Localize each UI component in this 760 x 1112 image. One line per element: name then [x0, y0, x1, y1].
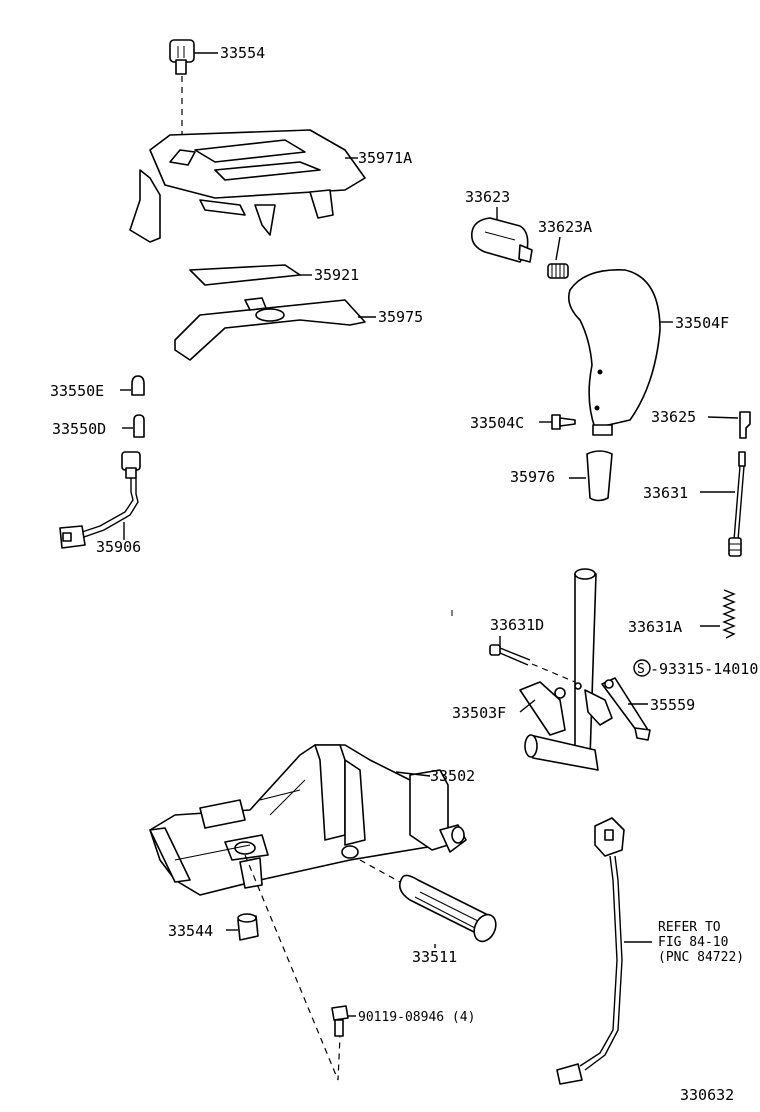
- part-33625-pin: [707, 411, 751, 439]
- part-33504C-screw: [539, 414, 576, 430]
- label-33631A: 33631A: [628, 618, 682, 636]
- label-33503F: 33503F: [452, 704, 506, 722]
- part-90119-bolt: [331, 1005, 356, 1037]
- part-33631A-spring: [700, 589, 736, 639]
- part-35971A-indicator-housing: [129, 129, 366, 243]
- label-93315-14010: -93315-14010: [650, 660, 758, 678]
- part-33631-push-rod: [700, 451, 746, 557]
- part-33631D-pin: [489, 636, 531, 666]
- label-33504F: 33504F: [675, 314, 729, 332]
- label-refer-line2: FIG 84-10: [658, 935, 728, 950]
- label-33631D: 33631D: [490, 616, 544, 634]
- label-33504C: 33504C: [470, 414, 524, 432]
- label-35906: 35906: [96, 538, 141, 556]
- label-33625: 33625: [651, 408, 696, 426]
- part-35921-plate: [189, 264, 312, 286]
- label-refer-line3: (PNC 84722): [658, 950, 744, 965]
- part-33554-clip: [169, 39, 218, 75]
- part-refer-harness: [556, 817, 652, 1085]
- figure-number: 330632: [680, 1086, 734, 1104]
- part-35906-harness: [59, 451, 141, 549]
- label-35921: 35921: [314, 266, 359, 284]
- label-33550E: 33550E: [50, 382, 104, 400]
- label-33550D: 33550D: [52, 420, 106, 438]
- leader-dash-33511: [359, 859, 401, 883]
- label-35559: 35559: [650, 696, 695, 714]
- part-35976-sleeve: [569, 450, 613, 502]
- part-shift-lever: [519, 568, 613, 771]
- leader-dash-bolt: [244, 854, 341, 1081]
- label-35971A: 35971A: [358, 149, 412, 167]
- label-35975: 35975: [378, 308, 423, 326]
- part-33623A-spring: [547, 236, 569, 279]
- label-33554: 33554: [220, 44, 265, 62]
- part-33550D-bulb: [122, 414, 145, 438]
- label-33623: 33623: [465, 188, 510, 206]
- label-35976: 35976: [510, 468, 555, 486]
- label-S-mark: S: [637, 662, 645, 677]
- part-33502-housing: [149, 744, 467, 896]
- label-33511: 33511: [412, 948, 457, 966]
- leader-33503F: [519, 699, 536, 713]
- label-90119-08946: 90119-08946 (4): [358, 1010, 475, 1025]
- part-35559-link: [601, 677, 651, 741]
- part-33511-shaft: [399, 874, 497, 948]
- label-33631: 33631: [643, 484, 688, 502]
- leader-dash-33631D: [531, 663, 576, 683]
- part-35975-slide-plate: [174, 297, 376, 361]
- label-33623A: 33623A: [538, 218, 592, 236]
- part-93315-marker: [633, 659, 651, 677]
- part-33550E-bulb: [120, 375, 145, 396]
- label-33544: 33544: [168, 922, 213, 940]
- label-refer-line1: REFER TO: [658, 920, 721, 935]
- part-33544-bushing: [226, 913, 259, 941]
- part-33623-button: [470, 207, 533, 263]
- part-33504F-shift-knob: [567, 269, 673, 436]
- label-33502: 33502: [430, 767, 475, 785]
